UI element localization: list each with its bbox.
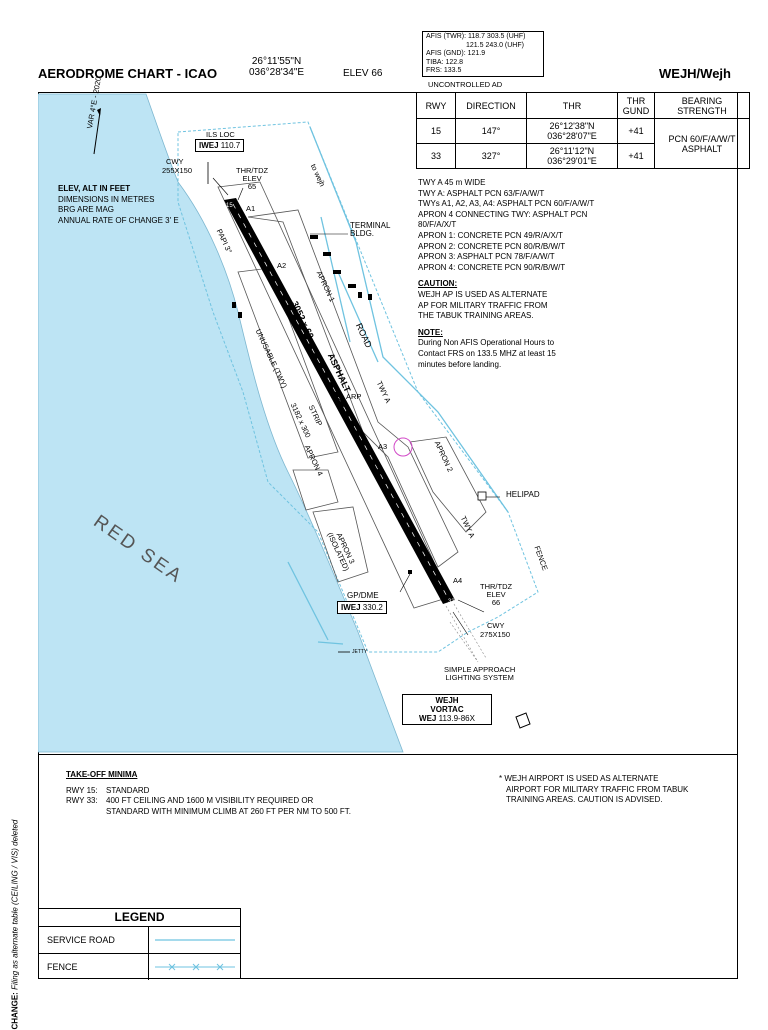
service-road-symbol [154, 939, 235, 941]
arp-label: ARP [346, 392, 362, 401]
rwy-cell: 33 [416, 143, 456, 169]
ils-loc-box: IWEJ 110.7 [195, 139, 245, 152]
gund-cell: +41 [617, 143, 655, 169]
legend-title: LEGEND [39, 909, 240, 927]
freq-line: FRS: 133.5 [426, 67, 462, 75]
service-road [287, 561, 329, 641]
direction-cell: 327° [455, 143, 527, 169]
runway-15-33 [224, 198, 455, 604]
frequency-box: AFIS (TWR): 118.7 303.5 (UHF) 121.5 243.… [422, 31, 544, 77]
rwy-cell: 15 [416, 118, 456, 144]
gp-dme-box: IWEJ 330.2 [337, 601, 387, 614]
ils-loc-label: ILS LOC [206, 130, 235, 139]
note-heading: NOTE: [418, 327, 443, 337]
unusable-taxiway [237, 267, 339, 459]
legend-row: FENCE [39, 954, 240, 980]
aerodrome-elevation: ELEV 66 [343, 68, 383, 79]
clearway-dims: 275X150 [480, 630, 511, 639]
col-header: DIRECTION [455, 92, 527, 119]
gp-dme-antenna [408, 570, 412, 574]
aerodrome-map [38, 93, 539, 753]
helipad-label: HELIPAD [506, 490, 540, 499]
approach-lighting [445, 603, 487, 663]
service-road [337, 271, 379, 363]
fence-line [177, 121, 539, 653]
twy-a3-label: A3 [378, 442, 388, 451]
apron-3 [312, 506, 369, 583]
alternate-note: * WEJH AIRPORT IS USED AS ALTERNATE AIRP… [499, 774, 689, 805]
ad-status: UNCONTROLLED AD [428, 80, 503, 89]
col-header: THR [526, 92, 618, 119]
vortac-box: WEJH VORTAC WEJ 113.9-86X [402, 694, 492, 725]
building [323, 252, 331, 256]
latitude: 26°11'55"N [251, 56, 302, 67]
service-road [309, 126, 509, 513]
change-note: CHANGE: Filing as alternate table (CEILI… [10, 819, 20, 1030]
twy-a1-label: A1 [246, 204, 256, 213]
aerodrome-id: WEJH/Wejh [659, 66, 731, 81]
clearway-dims: 255X150 [162, 166, 193, 175]
runway-table: RWY DIRECTION THR THR GUND BEARING STREN… [416, 92, 750, 169]
longitude: 036°28'34"E [249, 67, 305, 78]
apron-4 [292, 469, 339, 511]
legend-row: SERVICE ROAD [39, 927, 240, 954]
gp-dme-label: GP/DME [347, 591, 379, 600]
apron-2 [409, 436, 487, 533]
col-header: BEARING STRENGTH [654, 92, 750, 119]
clearway-label: CWY [166, 157, 184, 166]
service-road [317, 641, 344, 645]
col-header: THR GUND [617, 92, 655, 119]
building [358, 292, 362, 298]
service-road [320, 216, 351, 343]
units-note: ELEV, ALT IN FEET DIMENSIONS IN METRES B… [58, 184, 179, 225]
aerodrome-coordinates: 26°11'55"N 036°28'34"E [249, 56, 304, 78]
runway-designator-15: 15 [226, 203, 233, 209]
jetty-label: JETTY [352, 649, 368, 655]
caution-heading: CAUTION: [418, 279, 458, 289]
building [333, 270, 341, 274]
direction-cell: 147° [455, 118, 527, 144]
pavement-notes: TWY A 45 m WIDE TWY A: ASPHALT PCN 63/F/… [418, 178, 608, 370]
building [310, 235, 318, 239]
gund-cell: +41 [617, 118, 655, 144]
taxiway-a [247, 209, 459, 568]
freq-line: 121.5 243.0 (UHF) [466, 41, 524, 49]
fence-symbol [154, 963, 235, 971]
twy-a4-label: A4 [453, 576, 463, 585]
runway-designator-33: 33 [448, 599, 455, 605]
hot-spot [393, 437, 413, 457]
divider [38, 754, 738, 755]
twy-a2-label: A2 [277, 261, 287, 270]
clearway-label: CWY [487, 621, 505, 630]
building [368, 294, 372, 300]
freq-line: AFIS (GND): 121.9 [426, 50, 486, 58]
building [232, 302, 236, 308]
vortac-symbol [515, 712, 531, 729]
helipad [477, 491, 487, 501]
col-header: RWY [416, 92, 456, 119]
chart-title: AERODROME CHART - ICAO [38, 66, 218, 81]
building [238, 312, 242, 318]
building [348, 284, 356, 288]
takeoff-minima: TAKE-OFF MINIMA RWY 15:STANDARD RWY 33:4… [66, 770, 351, 816]
freq-line: TIBA: 122.8 [426, 58, 463, 66]
freq-line: AFIS (TWR): 118.7 303.5 (UHF) [426, 33, 526, 40]
legend: LEGEND SERVICE ROAD FENCE [38, 908, 241, 980]
arp-symbol [337, 397, 345, 405]
north-arrow [93, 111, 101, 155]
sea-area [38, 93, 404, 753]
